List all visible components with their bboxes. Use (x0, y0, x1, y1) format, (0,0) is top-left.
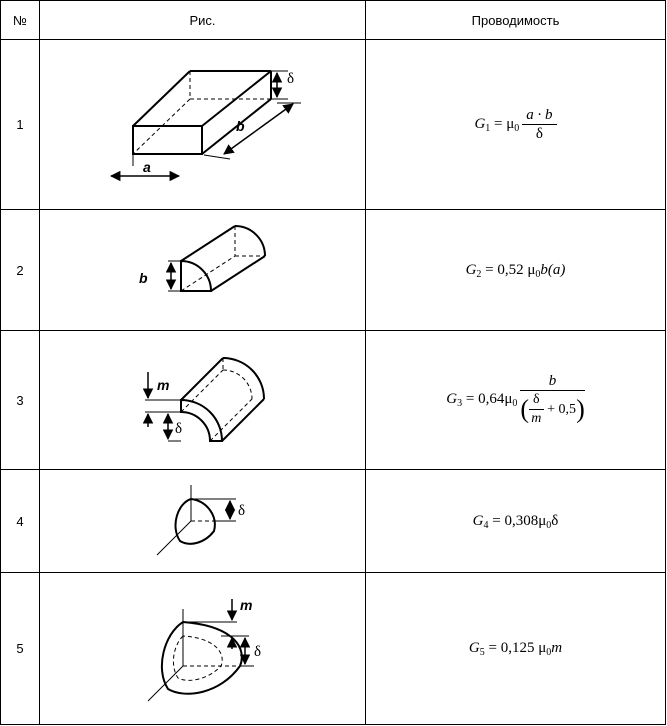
delta-label: δ (175, 421, 182, 437)
delta-label: δ (238, 503, 245, 519)
m-label: m (240, 597, 252, 613)
row-number: 1 (0, 39, 40, 210)
table-row: 3 (0, 330, 666, 470)
hollow-quarter-cylinder-drawing: m δ (142, 356, 265, 442)
row-number: 3 (0, 330, 40, 470)
header-figure: Рис. (39, 0, 366, 40)
formula-cell: G2 = 0,52 μ0b(a) (365, 209, 666, 331)
delta-label: δ (287, 71, 294, 87)
formula-g5: G5 = 0,125 μ0m (468, 640, 563, 658)
m-label: m (157, 377, 169, 393)
formula-cell: G4 = 0,308μ0δ (365, 469, 666, 573)
delta-label: δ (254, 644, 261, 660)
figure-hollow-spherical-octant: m δ (39, 572, 366, 725)
rect-block-drawing: δ b a (109, 69, 301, 181)
quarter-cylinder-drawing: b (139, 224, 266, 292)
b-label: b (139, 270, 148, 286)
figure-hollow-quarter-cylinder: m δ (39, 330, 366, 470)
figure-rect-block: δ b a (39, 39, 366, 210)
header-number: № (0, 0, 40, 40)
figure-spherical-octant: δ (39, 469, 366, 573)
formula-g2: G2 = 0,52 μ0b(a) (465, 261, 566, 280)
row-number: 4 (0, 469, 40, 573)
row-number: 5 (0, 572, 40, 725)
table-row: 1 (0, 39, 666, 210)
b-label: b (236, 118, 245, 134)
table-row: 5 (0, 572, 666, 725)
header-conductance: Проводимость (365, 0, 666, 40)
spherical-octant-drawing: δ (156, 484, 245, 555)
hollow-spherical-octant-drawing: m δ (147, 597, 261, 701)
formula-cell: G5 = 0,125 μ0m (365, 572, 666, 725)
a-label: a (143, 159, 151, 175)
header-row: № Рис. Проводимость (0, 0, 666, 40)
figure-quarter-cylinder: b (39, 209, 366, 331)
formula-g4: G4 = 0,308μ0δ (472, 512, 559, 531)
row-number: 2 (0, 209, 40, 331)
table-row: 4 δ G4 = (0, 469, 666, 573)
table-row: 2 (0, 209, 666, 331)
